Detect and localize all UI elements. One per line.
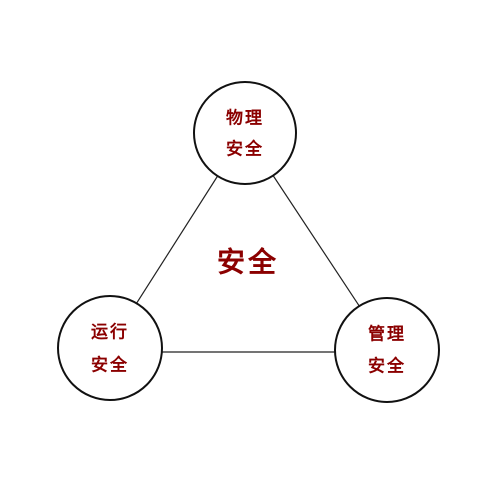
node-circle: [193, 81, 297, 185]
node-operation-security: 运行 安全: [57, 295, 163, 401]
node-management-security: 管理 安全: [334, 297, 440, 403]
node-label-line2: 安全: [91, 355, 129, 376]
node-physical-security: 物理 安全: [193, 81, 297, 185]
node-circle: [334, 297, 440, 403]
node-label-line1: 管理: [368, 324, 406, 345]
node-label-line2: 安全: [368, 356, 406, 377]
node-circle: [57, 295, 163, 401]
node-label-line1: 运行: [91, 322, 129, 343]
center-label: 安全: [217, 246, 279, 279]
node-label-line1: 物理: [226, 108, 264, 129]
node-label-line2: 安全: [226, 139, 264, 160]
